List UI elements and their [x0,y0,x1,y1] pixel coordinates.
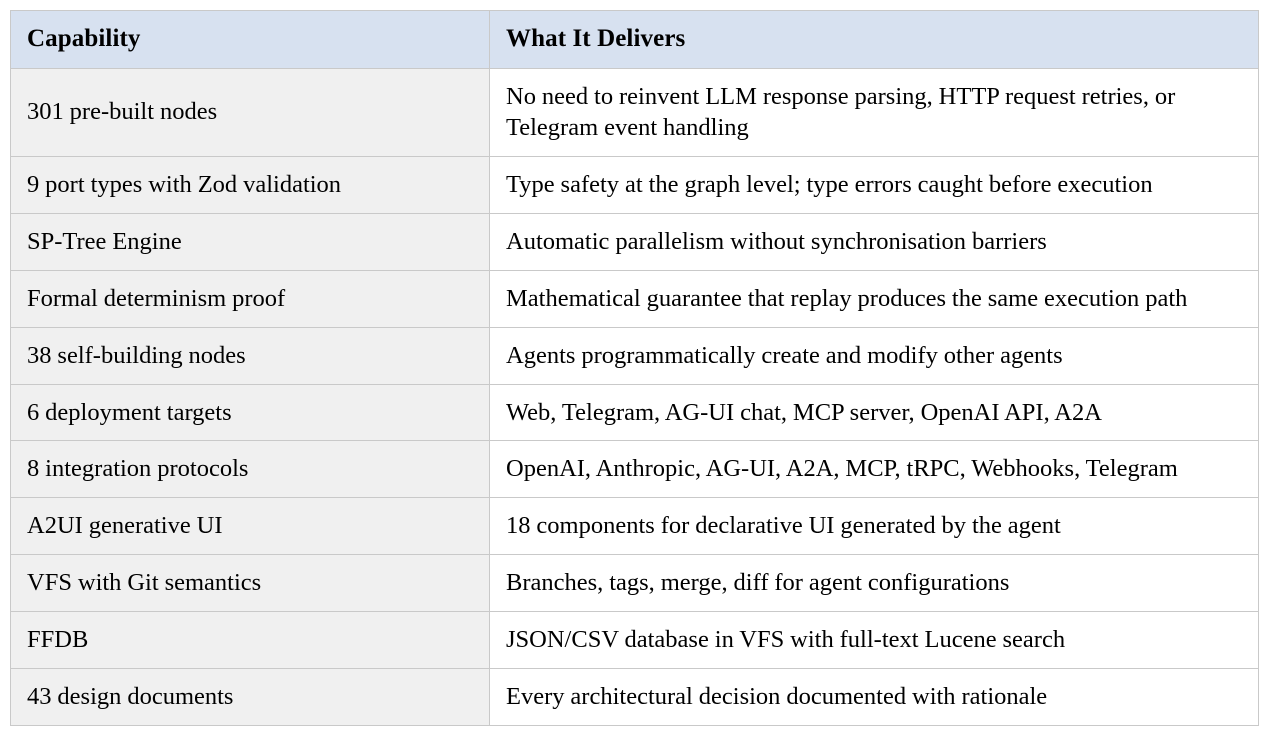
cell-capability: 9 port types with Zod validation [10,156,490,215]
cell-capability: FFDB [10,610,490,669]
capability-text: 38 self-building nodes [27,341,246,369]
cell-delivers: Mathematical guarantee that replay produ… [489,269,1259,328]
cell-capability: SP-Tree Engine [10,213,490,271]
capability-text: 301 pre-built nodes [27,98,218,126]
delivers-text: No need to reinvent LLM response parsing… [506,82,1176,142]
table-row: SP-Tree Engine Automatic parallelism with… [10,213,1259,271]
cell-delivers: Branches, tags, merge, diff for agent co… [489,554,1259,612]
cell-capability: Formal determinism proof [10,269,490,328]
delivers-text: Every architectural decision documented … [506,682,1048,710]
delivers-text: Branches, tags, merge, diff for agent co… [506,569,1010,597]
delivers-text: Mathematical guarantee that replay produ… [506,284,1188,312]
capability-text: VFS with Git semantics [27,569,262,597]
delivers-text: OpenAI, Anthropic, AG-UI, A2A, MCP, tRPC… [506,455,1178,483]
cell-delivers: Web, Telegram, AG-UI chat, MCP server, O… [489,383,1259,442]
capability-text: FFDB [27,625,89,653]
cell-capability: A2UI generative UI [10,497,490,556]
cell-delivers: Automatic parallelism without synchronis… [489,213,1259,271]
column-header-delivers: What It Delivers [489,10,1259,69]
cell-delivers: Type safety at the graph level; type err… [489,156,1259,215]
table-body: 301 pre-built nodes No need to reinvent L… [10,67,1259,726]
cell-delivers: Agents programmatically create and modif… [489,326,1259,385]
capability-text: SP-Tree Engine [27,228,182,256]
table-row: 8 integration protocols OpenAI, Anthropic… [10,440,1259,499]
table-row: 38 self-building nodes Agents programmati… [10,326,1259,385]
table-row: FFDB JSON/CSV database in VFS with full-t… [10,610,1259,669]
table-row: VFS with Git semantics Branches, tags, me… [10,554,1259,612]
column-header-capability: Capability [10,10,490,69]
table-row: 6 deployment targets Web, Telegram, AG-UI… [10,383,1259,442]
cell-capability: VFS with Git semantics [10,554,490,612]
capability-text: 8 integration protocols [27,455,249,483]
table-row: 9 port types with Zod validation Type saf… [10,156,1259,215]
table-row: 43 design documents Every architectural d… [10,667,1259,726]
delivers-text: 18 components for declarative UI generat… [506,512,1061,540]
cell-delivers: No need to reinvent LLM response parsing… [489,67,1259,158]
cell-capability: 6 deployment targets [10,383,490,442]
delivers-text: Web, Telegram, AG-UI chat, MCP server, O… [506,398,1102,426]
table-header: Capability What It Delivers [10,10,1259,69]
cell-delivers: 18 components for declarative UI generat… [489,497,1259,556]
table-header-row: Capability What It Delivers [10,10,1259,69]
table-row: A2UI generative UI 18 components for decl… [10,497,1259,556]
table-row: 301 pre-built nodes No need to reinvent L… [10,67,1259,158]
cell-capability: 8 integration protocols [10,440,490,499]
capability-text: Formal determinism proof [27,284,286,312]
delivers-text: Agents programmatically create and modif… [506,341,1063,369]
capability-text: A2UI generative UI [27,512,223,540]
delivers-text: Automatic parallelism without synchronis… [506,228,1047,256]
capability-text: 6 deployment targets [27,398,232,426]
delivers-text: Type safety at the graph level; type err… [506,171,1153,199]
cell-capability: 38 self-building nodes [10,326,490,385]
cell-delivers: JSON/CSV database in VFS with full-text … [489,610,1259,669]
capability-text: 9 port types with Zod validation [27,171,342,199]
cell-capability: 301 pre-built nodes [10,67,490,158]
cell-delivers: Every architectural decision documented … [489,667,1259,726]
capability-table: Capability What It Delivers 301 pre-buil… [10,10,1259,726]
capability-text: 43 design documents [27,682,234,710]
delivers-text: JSON/CSV database in VFS with full-text … [506,625,1066,653]
cell-capability: 43 design documents [10,667,490,726]
cell-delivers: OpenAI, Anthropic, AG-UI, A2A, MCP, tRPC… [489,440,1259,499]
table-row: Formal determinism proof Mathematical gua… [10,269,1259,328]
